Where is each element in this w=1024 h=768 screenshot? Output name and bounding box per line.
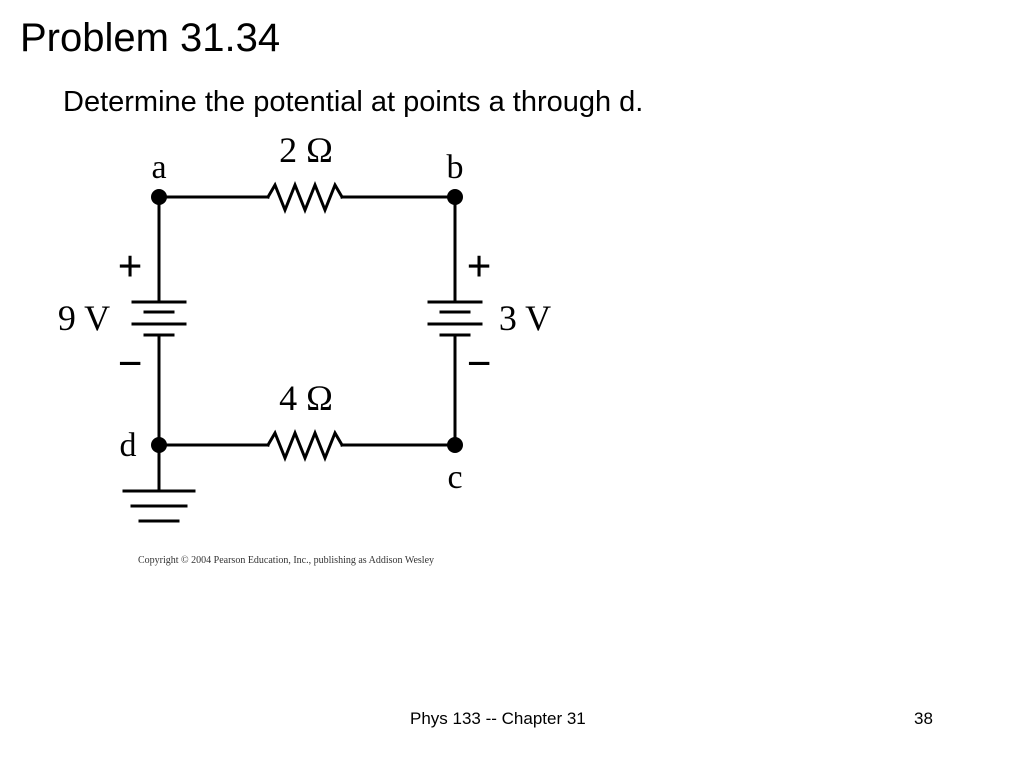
slide-title: Problem 31.34 [20, 16, 281, 60]
resistor-bottom-zigzag [265, 428, 345, 463]
node-c-dot [447, 437, 463, 453]
battery-left-label: 9 V [58, 298, 110, 338]
node-a-dot [151, 189, 167, 205]
node-a-label: a [151, 149, 166, 186]
battery-left-minus: − [117, 339, 142, 388]
battery-left-plus: + [117, 242, 142, 291]
node-d-dot [151, 437, 167, 453]
node-c-label: c [447, 459, 462, 496]
page-number: 38 [914, 709, 933, 728]
slide-subtitle: Determine the potential at points a thro… [63, 86, 644, 118]
resistor-top-zigzag [265, 180, 345, 215]
resistor-top-label: 2 Ω [279, 130, 333, 170]
battery-right-label: 3 V [499, 298, 551, 338]
node-b-label: b [447, 149, 464, 186]
footer-course: Phys 133 -- Chapter 31 [410, 709, 586, 728]
copyright-notice: Copyright © 2004 Pearson Education, Inc.… [138, 555, 435, 566]
battery-right-plus: + [466, 242, 491, 291]
node-d-label: d [120, 427, 137, 464]
resistor-bottom-label: 4 Ω [279, 378, 333, 418]
node-b-dot [447, 189, 463, 205]
battery-right-minus: − [466, 339, 491, 388]
